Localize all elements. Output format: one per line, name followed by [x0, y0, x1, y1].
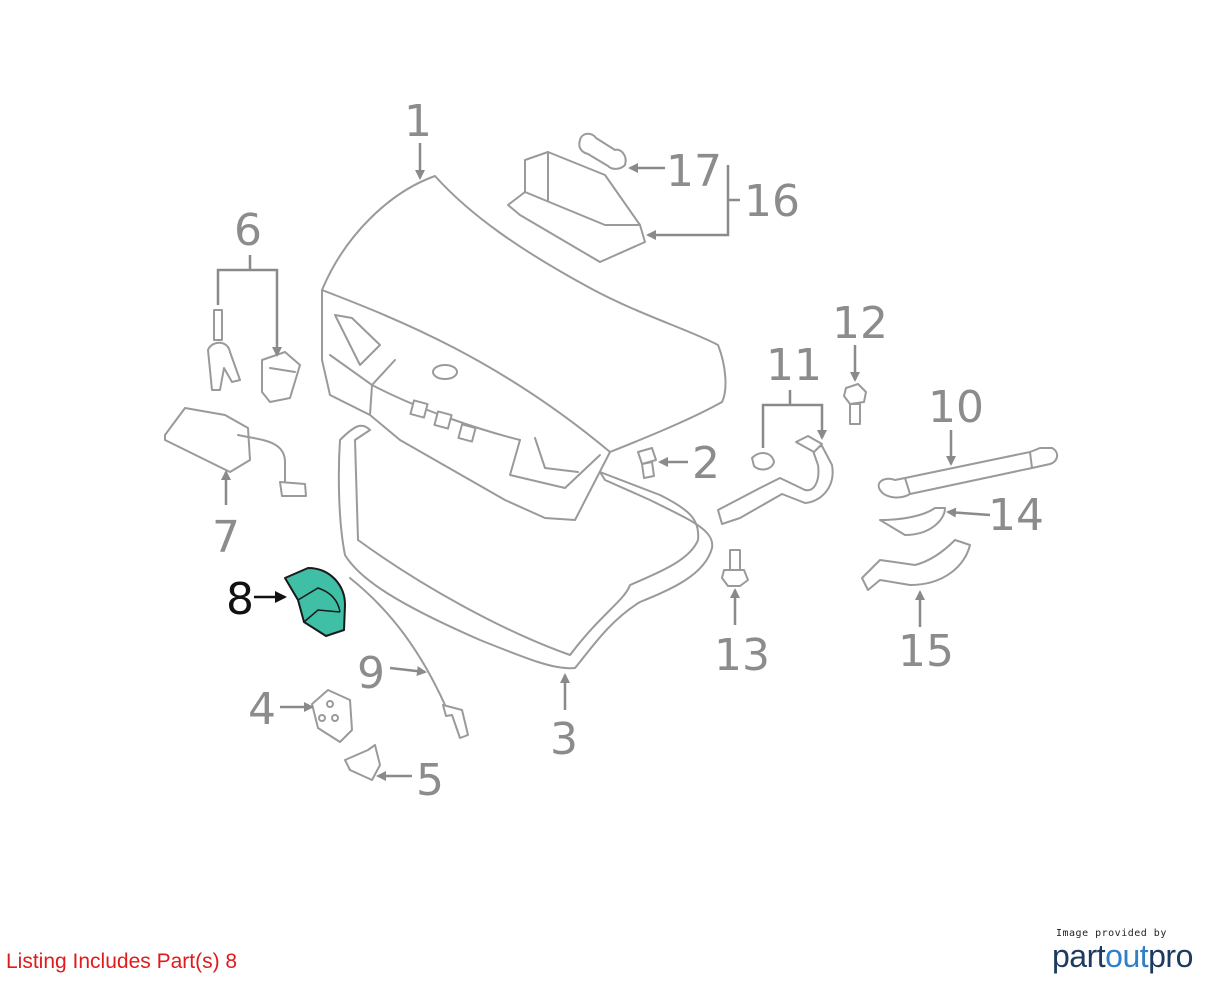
release-cable — [349, 577, 469, 739]
logo-text-out: out — [1105, 938, 1149, 974]
callout-11: 11 — [766, 340, 822, 391]
callout-6: 6 — [234, 205, 262, 256]
bulb-17 — [578, 132, 627, 170]
callout-2: 2 — [692, 438, 720, 489]
callout-5: 5 — [416, 755, 444, 806]
callout-7: 7 — [212, 512, 240, 563]
bolt-12 — [843, 383, 867, 425]
callout-15: 15 — [898, 626, 954, 677]
callout-14: 14 — [988, 490, 1044, 541]
cushion-15 — [861, 539, 971, 591]
callout-4: 4 — [248, 684, 276, 735]
hinge-11 — [717, 435, 834, 525]
weatherstrip — [337, 424, 714, 670]
logo-text-pro: pro — [1148, 938, 1193, 974]
logo-text-part: part — [1052, 938, 1106, 974]
image-credit: Image provided by partoutpro — [1052, 928, 1212, 973]
cushion-14 — [879, 507, 946, 536]
credit-caption: Image provided by — [1056, 928, 1167, 939]
partoutpro-logo[interactable]: partoutpro — [1052, 939, 1212, 973]
callout-13: 13 — [714, 630, 770, 681]
callout-9: 9 — [357, 648, 385, 699]
callout-8: 8 — [226, 574, 254, 625]
highlighted-part-8 — [284, 567, 346, 637]
lock-cylinder-parts — [207, 309, 301, 403]
bracket-4 — [311, 689, 353, 743]
callout-17: 17 — [666, 146, 722, 197]
bolt-13 — [721, 549, 749, 587]
listing-note: Listing Includes Part(s) 8 — [6, 950, 238, 973]
callout-3: 3 — [550, 714, 578, 765]
callout-10: 10 — [928, 382, 984, 433]
clip-5 — [344, 744, 381, 781]
latch-assembly — [164, 407, 307, 497]
trunk-lamp-16 — [507, 151, 646, 263]
bolt-2 — [637, 447, 657, 479]
leader-lines — [216, 143, 991, 781]
trunk-lid — [321, 175, 727, 521]
callout-16: 16 — [744, 176, 800, 227]
callout-1: 1 — [404, 96, 432, 147]
gas-strut-10 — [877, 447, 1058, 499]
callout-12: 12 — [832, 298, 888, 349]
